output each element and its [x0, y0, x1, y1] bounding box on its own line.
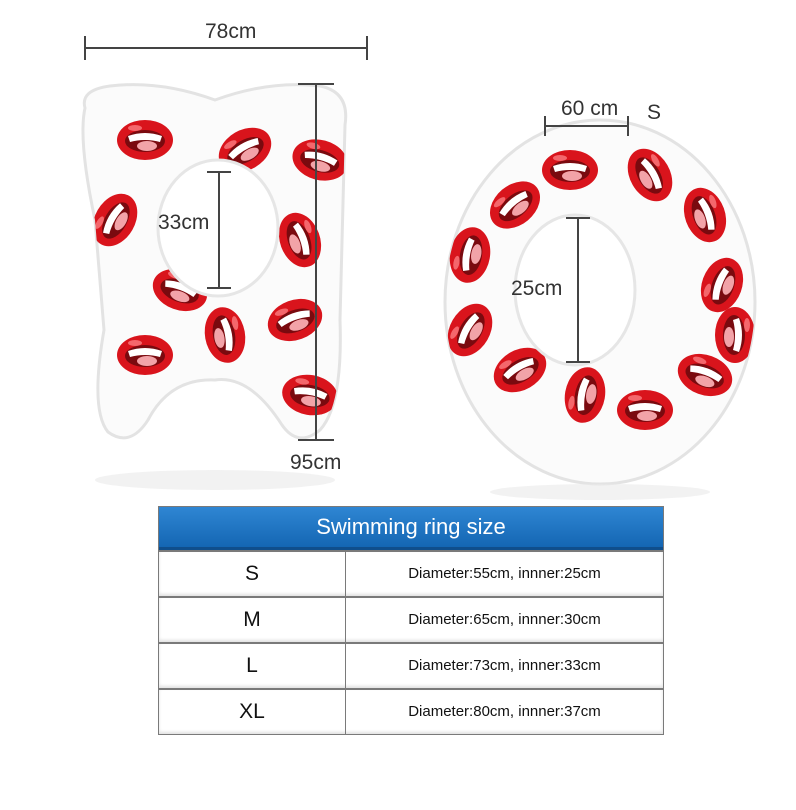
- tooth-hole-label: 33cm: [158, 211, 210, 234]
- size-cell: XL: [159, 690, 346, 734]
- table-row: XL Diameter:80cm, innner:37cm: [159, 688, 663, 734]
- size-description-cell: Diameter:80cm, innner:37cm: [408, 703, 601, 720]
- size-table: Swimming ring size S Diameter:55cm, innn…: [158, 506, 664, 735]
- ring-inner-label: 25cm: [511, 277, 563, 300]
- product-illustration: [81, 36, 757, 500]
- table-row: M Diameter:65cm, innner:30cm: [159, 596, 663, 642]
- size-cell: L: [159, 644, 346, 688]
- swim-ring: [443, 118, 757, 500]
- ring-size-letter: S: [647, 101, 662, 124]
- size-description-cell: Diameter:55cm, innner:25cm: [408, 565, 601, 582]
- tooth-float: [81, 83, 348, 490]
- table-row: L Diameter:73cm, innner:33cm: [159, 642, 663, 688]
- size-cell: M: [159, 598, 346, 642]
- size-description-cell: Diameter:73cm, innner:33cm: [408, 657, 601, 674]
- size-table-title: Swimming ring size: [159, 507, 663, 550]
- size-description-cell: Diameter:65cm, innner:30cm: [408, 611, 601, 628]
- tooth-height-label: 95cm: [290, 451, 342, 474]
- ring-outer-label: 60 cm: [561, 97, 619, 120]
- tooth-width-label: 78cm: [205, 20, 257, 43]
- size-cell: S: [159, 552, 346, 596]
- table-row: S Diameter:55cm, innner:25cm: [159, 550, 663, 596]
